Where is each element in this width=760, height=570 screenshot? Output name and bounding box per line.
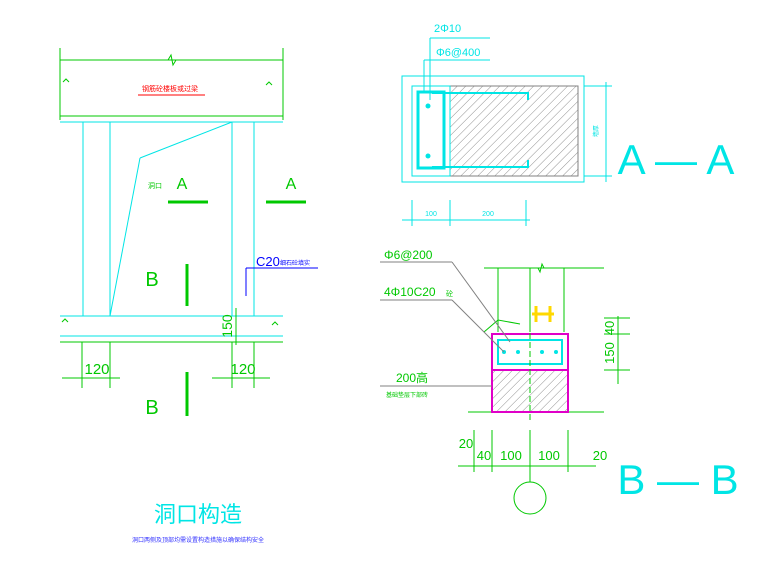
aa-stirrup-label: Φ6@400 [436, 47, 480, 59]
top-label: 钢筋砼楼板或过梁 [142, 84, 198, 93]
bb-dim-b-40: 40 [477, 448, 491, 463]
aa-bar-1 [425, 103, 431, 109]
section-aa-view: 2Φ10 Φ6@400 墙厚 100 200 A — A [401, 23, 735, 226]
aa-rebar-bottom [432, 160, 529, 168]
section-b-top-label: B [145, 269, 158, 291]
section-bb-view: Φ6@200 4Φ10C20 砼 200高 基础垫层下部砖 40 150 20 … [380, 248, 739, 515]
dim-height: 150 [219, 314, 235, 338]
c20-suffix: 细石砼填实 [280, 259, 310, 267]
aa-title: A — A [618, 136, 735, 183]
section-b-bottom-label: B [145, 397, 158, 419]
bb-lower-note-2: 基础垫层下部砖 [386, 391, 428, 399]
dim-right: 120 [230, 361, 255, 378]
bb-chamfer [483, 319, 521, 333]
section-a-left-label: A [177, 176, 188, 193]
aa-dim-bottom-left: 100 [425, 211, 437, 218]
bb-rebar-suffix: 砼 [446, 289, 453, 298]
bb-anchor [532, 306, 554, 322]
aa-dim-right: 墙厚 [592, 125, 600, 137]
bb-dim-b-20b: 20 [593, 448, 607, 463]
caption-subtitle: 洞口两侧及顶部均需设置构造措施以确保结构安全 [132, 536, 264, 544]
aa-dim-bottom-right: 200 [482, 211, 494, 218]
bb-stirrup-label: Φ6@200 [384, 248, 433, 262]
bb-leader-2 [451, 299, 505, 353]
aa-bar-2 [425, 153, 431, 159]
dim-left: 120 [84, 361, 109, 378]
bb-lower-note: 200高 [396, 370, 428, 385]
top-slab [59, 48, 284, 123]
bb-bar-2 [516, 350, 520, 354]
bb-title: B — B [617, 456, 738, 503]
caption-title: 洞口构造 [154, 503, 242, 528]
left-note: 洞口 [148, 181, 162, 190]
bb-axis-bubble [513, 481, 547, 515]
aa-outer-wall [401, 75, 585, 183]
aa-rebar-top [432, 92, 529, 100]
bottom-beam [60, 315, 283, 343]
bb-dim-b-100a: 100 [500, 448, 522, 463]
bb-dim-40: 40 [602, 321, 617, 335]
bb-dim-150: 150 [602, 342, 617, 364]
bb-dim-b-100b: 100 [538, 448, 560, 463]
elevation-bottom-dims [62, 342, 270, 388]
bb-bar-3 [540, 350, 544, 354]
bb-leader-1 [451, 261, 511, 343]
caption: 洞口构造 洞口两侧及顶部均需设置构造措施以确保结构安全 [132, 503, 264, 544]
bb-bar-4 [554, 350, 558, 354]
section-a-right-label: A [286, 176, 297, 193]
bb-rebar-label: 4Φ10C20 [384, 285, 436, 299]
elevation-view: 钢筋砼楼板或过梁 洞口 A A B B C20 细石砼填实 [59, 48, 318, 419]
bb-dim-b-20a: 20 [459, 436, 473, 451]
aa-rebar-top-label: 2Φ10 [434, 23, 461, 35]
elevation-walls [82, 121, 255, 317]
aa-hatch-fill [449, 85, 579, 177]
aa-stirrup [416, 90, 446, 170]
c20-note: C20 [256, 254, 280, 269]
